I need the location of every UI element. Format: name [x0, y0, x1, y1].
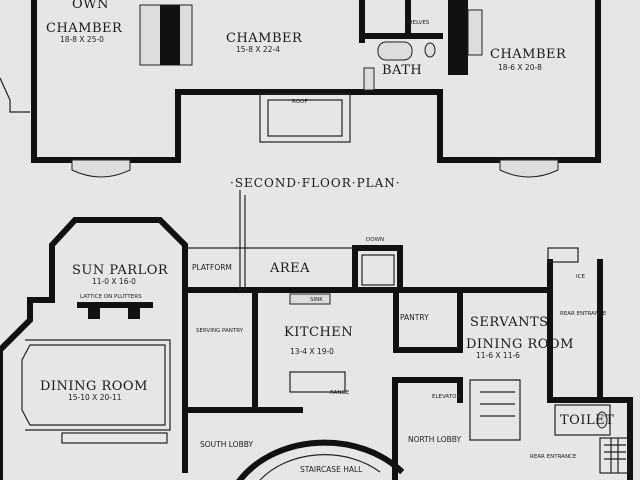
room-dims-kitchen: 13-4 X 19-0 [290, 347, 334, 356]
sink-label: SINK [310, 297, 323, 303]
second-floor-plan: OWN CHAMBER 18-8 X 25-0 CHAMBER 15-8 X 2… [0, 0, 601, 178]
shelves-label: SHELVES [405, 20, 430, 26]
room-label-chamber-center: CHAMBER [226, 31, 303, 46]
room-dims-chamber-right: 18-6 X 20-8 [498, 63, 542, 72]
elevator-label: ELEVATOR [432, 394, 460, 400]
room-label-servants-dining: DINING ROOM [466, 337, 574, 352]
room-label-bath: BATH [382, 63, 422, 78]
room-label-own: OWN [72, 0, 109, 12]
rear-entrance-label: REAR ENTRANCE [560, 311, 607, 317]
room-label-chamber-right: CHAMBER [490, 47, 567, 62]
first-floor-plan: SUN PARLOR 11-0 X 16-0 LATTICE ON PLUTTE… [0, 190, 633, 480]
platform-label: PLATFORM [192, 263, 232, 272]
room-label-dining-room: DINING ROOM [40, 379, 148, 394]
plan-title: ·SECOND·FLOOR·PLAN· [230, 176, 401, 190]
room-dims-sun-parlor: 11-0 X 16-0 [92, 277, 136, 286]
serving-pantry-label: SERVING PANTRY [196, 328, 244, 334]
room-label-chamber-left: CHAMBER [46, 21, 123, 36]
roof-label: ROOF [292, 99, 308, 105]
room-label-kitchen: KITCHEN [284, 325, 353, 340]
sun-parlor-note: LATTICE ON PLUTTERS [80, 294, 142, 300]
room-label-sun-parlor: SUN PARLOR [72, 263, 169, 278]
down-label: DOWN [366, 237, 384, 243]
range-label: RANGE [330, 390, 350, 396]
ice-label: ICE [576, 274, 585, 280]
room-dims-chamber-left: 18-8 X 25-0 [60, 35, 104, 44]
pantry-label: PANTRY [400, 313, 429, 322]
toilet-label: TOILET [560, 413, 614, 428]
room-label-servants: SERVANTS' [470, 315, 553, 330]
staircase-hall-label: STAIRCASE HALL [300, 465, 363, 474]
room-dims-servants-dining: 11-6 X 11-6 [476, 351, 520, 360]
north-lobby-label: NORTH LOBBY [408, 435, 461, 444]
south-lobby-label: SOUTH LOBBY [200, 440, 253, 449]
room-dims-chamber-center: 15-8 X 22-4 [236, 45, 280, 54]
room-dims-dining-room: 15-10 X 20-11 [68, 393, 122, 402]
area-label: AREA [269, 261, 310, 276]
rear-entrance-vestibule-label: REAR ENTRANCE [530, 454, 577, 460]
